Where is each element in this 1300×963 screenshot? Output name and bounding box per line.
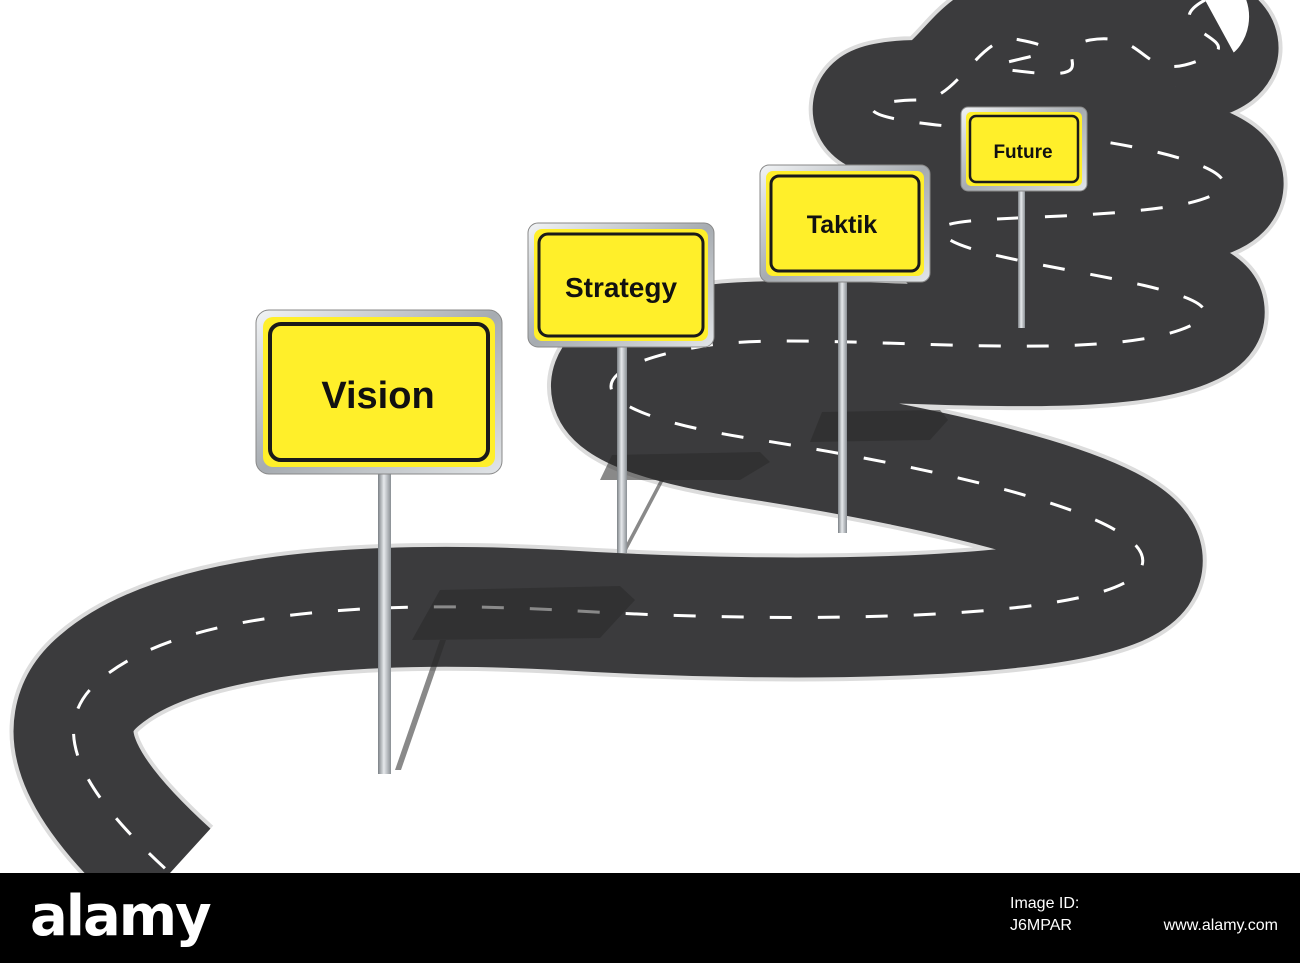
strategy-sign-pole bbox=[617, 345, 627, 553]
brand-logo: alamy bbox=[30, 884, 212, 949]
strategy-sign-label: Strategy bbox=[565, 272, 677, 303]
taktik-sign-pole bbox=[838, 278, 847, 533]
winding-road bbox=[9, 0, 1288, 873]
vision-sign: Vision bbox=[255, 309, 503, 774]
vision-sign-label: Vision bbox=[321, 375, 434, 417]
vision-sign-pole bbox=[378, 470, 391, 774]
illustration: Future Taktik Strategy Vision bbox=[9, 0, 1288, 873]
taktik-sign: Taktik bbox=[759, 164, 931, 533]
road-scene: Future Taktik Strategy Vision bbox=[9, 0, 1288, 873]
image-id-code: J6MPAR bbox=[1010, 917, 1072, 934]
future-sign: Future bbox=[960, 106, 1088, 328]
strategy-sign: Strategy bbox=[527, 222, 715, 553]
taktik-sign-label: Taktik bbox=[807, 211, 877, 239]
future-sign-pole bbox=[1018, 188, 1025, 328]
site-url: www.alamy.com bbox=[1163, 917, 1278, 934]
watermark-footer: alamy Image ID: J6MPAR www.alamy.com bbox=[0, 873, 1300, 963]
future-sign-label: Future bbox=[993, 142, 1052, 163]
image-id-label: Image ID: bbox=[1010, 895, 1080, 912]
